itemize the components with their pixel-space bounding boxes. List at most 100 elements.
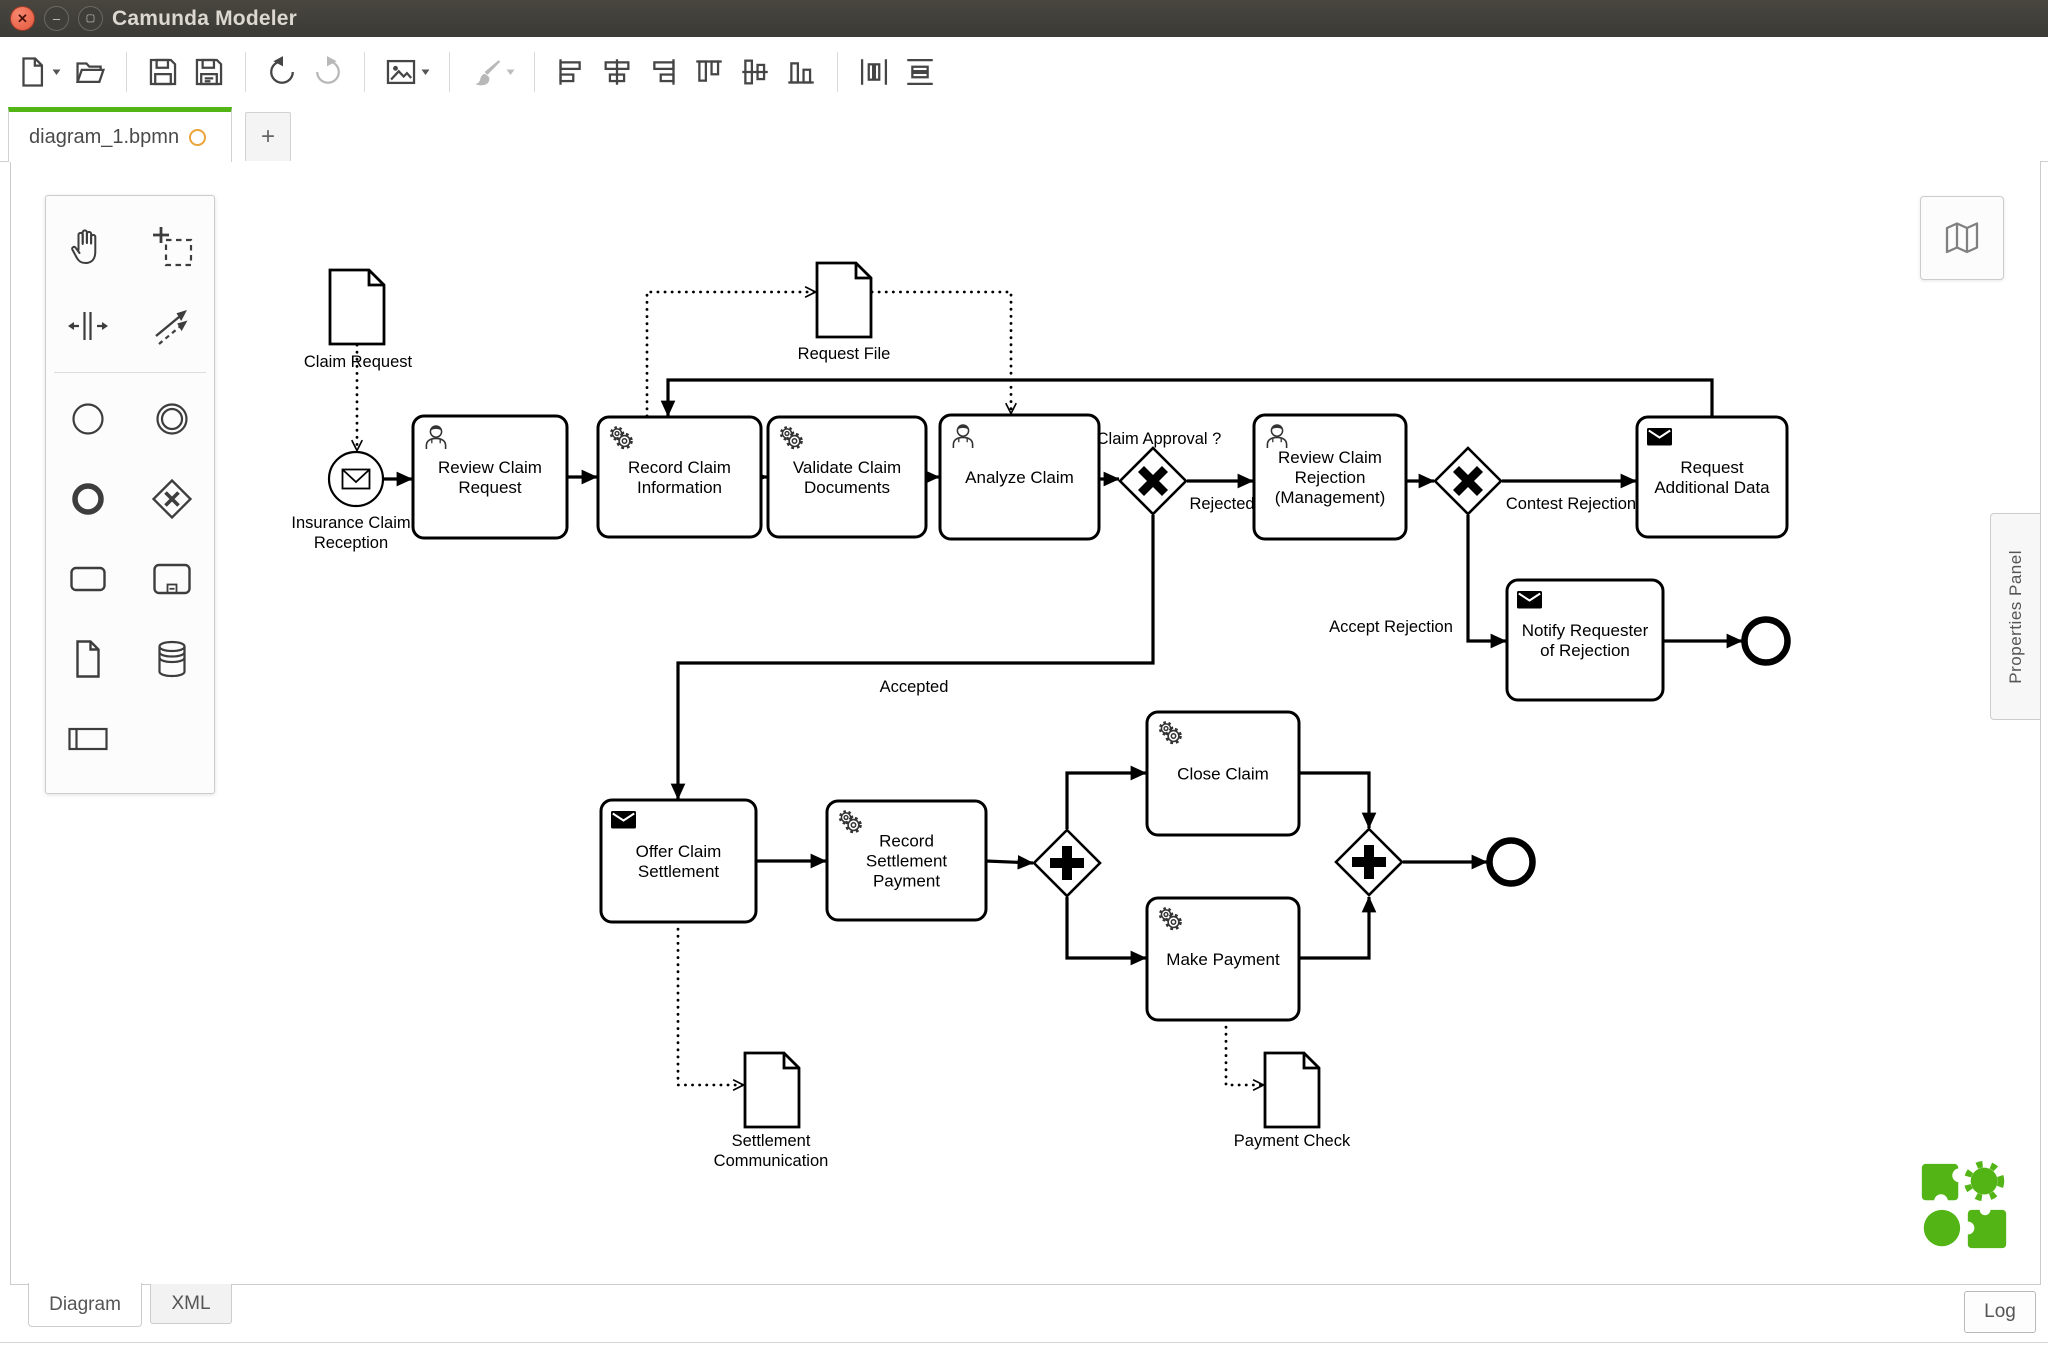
gateway-parallel-join[interactable] bbox=[1334, 827, 1404, 897]
task-label: Analyze Claim bbox=[965, 468, 1074, 487]
label-contest-rejection[interactable]: Contest Rejection bbox=[1506, 495, 1636, 513]
toolbar-separator bbox=[449, 52, 450, 92]
data-object-settlement-communication[interactable] bbox=[743, 1051, 801, 1129]
flow-make-to-join[interactable] bbox=[1299, 896, 1377, 960]
flow-requestdata-to-record[interactable] bbox=[660, 378, 1714, 417]
task-make-payment[interactable]: Make Payment bbox=[1145, 896, 1301, 1022]
data-object-payment-check[interactable] bbox=[1263, 1051, 1321, 1129]
label-request-file[interactable]: Request File bbox=[798, 345, 891, 363]
label-accept-rejection[interactable]: Accept Rejection bbox=[1329, 618, 1453, 636]
assoc-make-to-paymentcheck[interactable] bbox=[1224, 1018, 1263, 1085]
flow-accept-rejection[interactable] bbox=[1466, 515, 1507, 649]
window-maximize-button[interactable]: ▢ bbox=[78, 6, 103, 31]
parallel-marker-icon bbox=[1050, 846, 1084, 880]
minimap-toggle-button[interactable] bbox=[1920, 196, 2004, 280]
properties-panel-toggle[interactable]: Properties Panel bbox=[1990, 513, 2040, 720]
tab-diagram-1[interactable]: diagram_1.bpmn bbox=[8, 107, 232, 162]
start-event-insurance-claim-reception[interactable] bbox=[327, 450, 385, 508]
gateway-claim-approval[interactable] bbox=[1118, 446, 1188, 516]
save-button[interactable] bbox=[143, 50, 183, 94]
toolbar-separator bbox=[245, 52, 246, 92]
align-horizontal-center-button[interactable] bbox=[735, 50, 775, 94]
dropdown-caret-icon bbox=[506, 69, 515, 75]
palette-lasso-tool[interactable] bbox=[130, 206, 214, 286]
assoc-offer-to-settlementcomm[interactable] bbox=[676, 920, 743, 1085]
align-bottom-button[interactable] bbox=[781, 50, 821, 94]
new-file-icon bbox=[22, 57, 44, 87]
export-image-button[interactable] bbox=[381, 50, 433, 94]
data-object-claim-request[interactable] bbox=[328, 268, 386, 346]
log-toggle-button[interactable]: Log bbox=[1964, 1291, 2036, 1333]
data-object-request-file[interactable] bbox=[815, 261, 873, 339]
palette-create-task[interactable] bbox=[46, 539, 130, 619]
palette-create-participant[interactable] bbox=[46, 699, 130, 779]
data-object-icon bbox=[76, 640, 100, 678]
tab-xml-view[interactable]: XML bbox=[150, 1284, 232, 1324]
distribute-vertically-button[interactable] bbox=[900, 50, 940, 94]
flow-split-to-close[interactable] bbox=[1065, 765, 1147, 829]
save-as-button[interactable] bbox=[189, 50, 229, 94]
palette-hand-tool[interactable] bbox=[46, 206, 130, 286]
window-close-button[interactable]: ✕ bbox=[10, 6, 35, 31]
palette-create-end-event[interactable] bbox=[46, 459, 130, 539]
task-close-claim[interactable]: Close Claim bbox=[1145, 710, 1301, 837]
assoc-record-to-requestfile[interactable] bbox=[645, 292, 815, 418]
undo-button[interactable] bbox=[262, 50, 302, 94]
gateway-icon bbox=[151, 478, 193, 520]
gateway-rejection-decision[interactable] bbox=[1433, 446, 1503, 516]
tab-diagram-view[interactable]: Diagram bbox=[28, 1283, 142, 1327]
flow-close-to-join[interactable] bbox=[1299, 771, 1377, 829]
dropdown-caret-icon bbox=[52, 69, 61, 75]
participant-icon bbox=[68, 727, 108, 751]
label-accepted[interactable]: Accepted bbox=[880, 678, 949, 696]
end-event-rejection[interactable] bbox=[1741, 616, 1791, 666]
assoc-requestfile-to-analyze[interactable] bbox=[870, 290, 1011, 413]
toolbar-separator bbox=[364, 52, 365, 92]
service-task-icon bbox=[779, 426, 803, 450]
flow-accepted[interactable] bbox=[670, 515, 1155, 800]
label-payment-check[interactable]: Payment Check bbox=[1234, 1132, 1351, 1150]
palette-create-data-object[interactable] bbox=[46, 619, 130, 699]
gateway-parallel-split[interactable] bbox=[1032, 828, 1102, 898]
label-claim-request[interactable]: Claim Request bbox=[304, 353, 413, 371]
create-file-button[interactable] bbox=[12, 50, 64, 94]
align-vertical-center-button[interactable] bbox=[597, 50, 637, 94]
flow-recordpayment-to-split[interactable] bbox=[985, 855, 1034, 870]
service-task-icon bbox=[1158, 907, 1182, 931]
align-left-button[interactable] bbox=[551, 50, 591, 94]
window-minimize-button[interactable]: – bbox=[44, 6, 69, 31]
align-hcenter-icon bbox=[742, 59, 768, 85]
subprocess-icon bbox=[153, 563, 191, 595]
new-tab-button[interactable]: + bbox=[245, 112, 291, 161]
distribute-horizontally-button[interactable] bbox=[854, 50, 894, 94]
palette-create-exclusive-gateway[interactable] bbox=[130, 459, 214, 539]
label-claim-approval[interactable]: Claim Approval ? bbox=[1097, 430, 1222, 448]
palette-space-tool[interactable] bbox=[46, 286, 130, 366]
palette-create-intermediate-event[interactable] bbox=[130, 379, 214, 459]
redo-button bbox=[308, 50, 348, 94]
open-file-button[interactable] bbox=[70, 50, 110, 94]
align-top-button[interactable] bbox=[689, 50, 729, 94]
end-event-settlement[interactable] bbox=[1486, 837, 1536, 887]
task-analyze-claim[interactable]: Analyze Claim bbox=[938, 413, 1101, 541]
palette-create-data-store[interactable] bbox=[130, 619, 214, 699]
palette-create-start-event[interactable] bbox=[46, 379, 130, 459]
palette-global-connect-tool[interactable] bbox=[130, 286, 214, 366]
label-rejected[interactable]: Rejected bbox=[1189, 495, 1254, 513]
flow-split-to-make[interactable] bbox=[1065, 897, 1147, 966]
palette-create-subprocess[interactable] bbox=[130, 539, 214, 619]
align-right-button[interactable] bbox=[643, 50, 683, 94]
align-right-icon bbox=[653, 59, 675, 85]
